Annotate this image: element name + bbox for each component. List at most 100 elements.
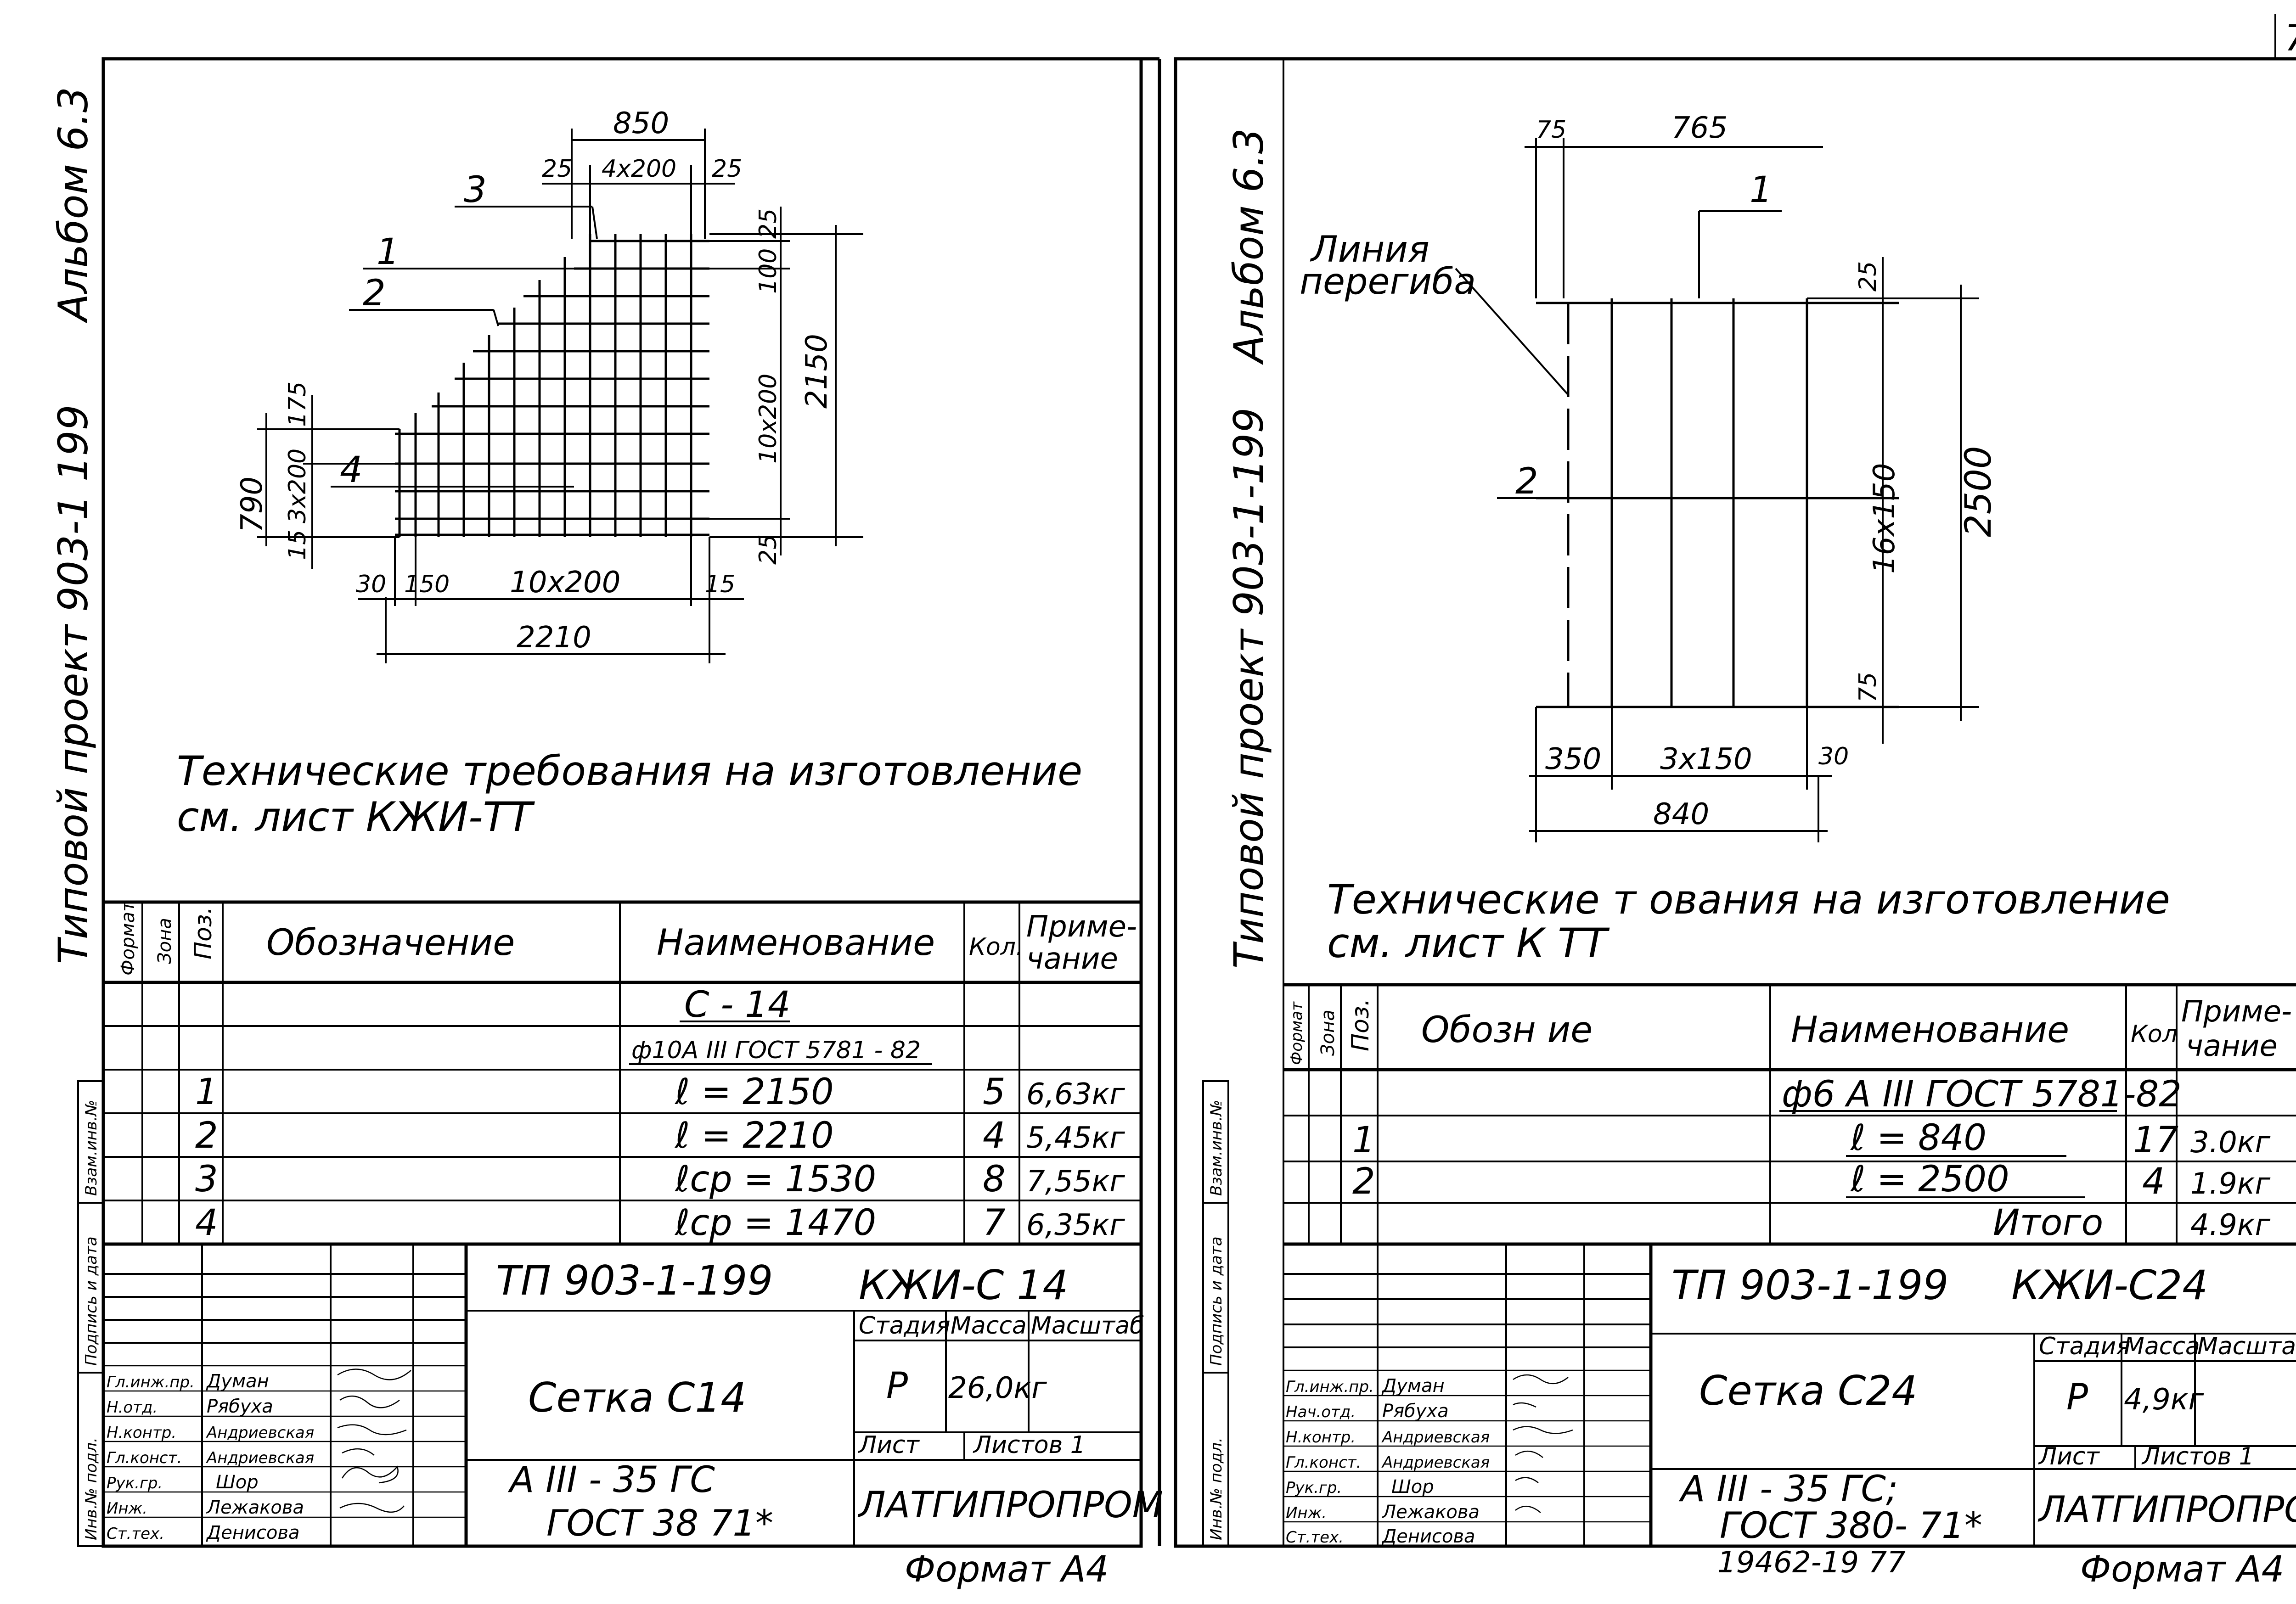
- right-side-sign: Подпись и дата: [1207, 1236, 1226, 1366]
- left-stamp-role: Н.контр.: [107, 1424, 176, 1442]
- right-stamp-person: Лежакова: [1381, 1502, 1480, 1523]
- right-th-zone: Зона: [1317, 1010, 1339, 1056]
- mesh-c14-drawing: 3 1 2 4 850 25 4x200 25 2150 25 1: [235, 107, 863, 663]
- left-row-name: ф10А III ГОСТ 5781 - 82: [631, 1037, 921, 1064]
- left-row-pos: 2: [195, 1115, 218, 1156]
- left-th-qty: Кол.: [969, 933, 1024, 961]
- mesh-c24-dim-r-16x150: 16x150: [1868, 463, 1902, 574]
- left-th-format: Формат: [118, 900, 139, 976]
- left-row-pos: 3: [195, 1159, 218, 1200]
- right-row-total: 4.9кг: [2190, 1208, 2270, 1242]
- left-stamp-h-stage: Стадия: [859, 1312, 951, 1340]
- left-stamp-person: Шор: [216, 1472, 259, 1493]
- mesh-c24-bend-label1: Линия: [1310, 229, 1429, 270]
- right-stamp-material1: А III - 35 ГС;: [1678, 1469, 1898, 1510]
- left-row-qty: 8: [983, 1159, 1006, 1200]
- mesh-c14-dim-l-3x200: 3x200: [284, 449, 311, 523]
- left-stamp-material2: ГОСТ 38 71*: [546, 1503, 773, 1544]
- left-stamp-role: Гл.конст.: [107, 1449, 182, 1467]
- mesh-c14-dim-r-100: 100: [754, 248, 782, 294]
- left-tech-req-line2: см. лист КЖИ-ТТ: [177, 793, 535, 841]
- left-row-pos: 4: [195, 1202, 218, 1244]
- left-side-album: Альбом 6.3: [50, 87, 97, 324]
- left-stamp-code: ТП 903-1-199: [496, 1257, 773, 1304]
- right-row-note: 1.9кг: [2190, 1167, 2270, 1201]
- mesh-c24-dim-r-75: 75: [1854, 672, 1882, 702]
- right-stamp-person: Андриевская: [1381, 1428, 1490, 1447]
- mesh-c14-dim-b-10x200: 10x200: [510, 566, 620, 600]
- left-sheet: Типовой проект 903-1 199 Альбом 6.3: [50, 57, 1163, 1590]
- page-number: 76: [2285, 18, 2296, 59]
- left-side-project: Типовой проект 903-1 199: [50, 404, 97, 964]
- left-stamp-role: Инж.: [107, 1499, 147, 1518]
- mesh-c14-dim-l-15: 15: [284, 530, 311, 560]
- left-row-qty: 7: [983, 1202, 1006, 1244]
- left-stamp-sheet-code: КЖИ-С 14: [859, 1262, 1068, 1309]
- mesh-c14-dim-l-175: 175: [284, 381, 311, 427]
- right-stamp-role: Гл.конст.: [1286, 1453, 1361, 1472]
- mesh-c24-dim-b-3x150: 3x150: [1660, 742, 1752, 776]
- right-tech-req-line2: см. лист К ТТ: [1327, 920, 1610, 967]
- right-th-note1: Приме-: [2181, 995, 2292, 1029]
- right-stamp-sheet-code: КЖИ-С24: [2011, 1262, 2208, 1309]
- right-row-name: ф6 А III ГОСТ 5781-82: [1782, 1074, 2182, 1115]
- mesh-c24-dim-r-25: 25: [1854, 261, 1882, 292]
- left-stamp-h-mass: Масса: [951, 1312, 1027, 1340]
- right-stamp-role: Гл.инж.пр.: [1286, 1378, 1374, 1396]
- left-stamp-material1: А III - 35 ГС: [507, 1459, 715, 1501]
- right-stamp-role: Ст.тех.: [1286, 1528, 1344, 1547]
- right-stamp-person: Думан: [1381, 1375, 1445, 1396]
- right-stamp-org: ЛАТГИПРОПРОМ: [2037, 1489, 2296, 1531]
- left-stamp-person: Лежакова: [206, 1497, 304, 1518]
- left-row-note: 6,63кг: [1026, 1077, 1125, 1111]
- left-stamp-h-sheet: Лист: [858, 1431, 920, 1459]
- left-row-name: ℓср = 1530: [674, 1159, 876, 1200]
- right-side-stamp: Инв.№ подл. Подпись и дата Взам.инв.№: [1202, 1080, 1229, 1547]
- right-side-project: Типовой проект 903-1-199: [1225, 408, 1272, 969]
- right-stamp-role: Инж.: [1286, 1504, 1327, 1522]
- right-stamp-person: Рябуха: [1382, 1401, 1449, 1422]
- mesh-c24-dim-r-2500: 2500: [1958, 446, 1999, 537]
- left-tech-req-line1: Технические требования на изготовление: [177, 747, 1082, 795]
- right-th-designation: Обозн ие: [1421, 1010, 1593, 1051]
- left-stamp-role: Ст.тех.: [107, 1525, 164, 1543]
- mesh-c14-dim-b-total: 2210: [517, 621, 591, 655]
- right-stamp-stage: Р: [2066, 1377, 2088, 1418]
- right-row-qty: 17: [2133, 1120, 2178, 1161]
- mesh-c24-pos-2: 2: [1515, 461, 1538, 502]
- mesh-c14-pos-1: 1: [377, 231, 400, 273]
- left-th-note1: Приме-: [1026, 910, 1137, 944]
- right-sheet: Типовой проект 903-1-199 Альбом 6.3 Лини…: [1174, 57, 2296, 1590]
- mesh-c14-dim-r-top: 25: [754, 208, 782, 239]
- right-stamp-h-sheet: Лист: [2038, 1443, 2100, 1470]
- left-row-note: 6,35кг: [1026, 1208, 1125, 1242]
- right-stamp-h-mass: Масса: [2124, 1333, 2200, 1360]
- right-frame: [1174, 57, 2296, 1548]
- left-stamp-stage: Р: [886, 1365, 908, 1407]
- right-title-block: ТП 903-1-199 КЖИ-С24 Сетка С24 Стадия Ма…: [1283, 1242, 2296, 1547]
- right-side-album: Альбом 6.3: [1225, 128, 1272, 365]
- left-format: Формат А4: [905, 1549, 1109, 1590]
- left-row-qty: 5: [983, 1071, 1006, 1113]
- mesh-c24-drawing: Линия перегиба 1 2 75 765 2500 25 16x150…: [1300, 111, 1999, 842]
- left-th-name: Наименование: [657, 922, 935, 964]
- left-stamp-person: Андриевская: [206, 1449, 314, 1467]
- left-th-zone: Зона: [154, 918, 175, 964]
- left-stamp-h-sheets: Листов 1: [973, 1431, 1086, 1459]
- right-row-name: ℓ = 2500: [1850, 1159, 2009, 1200]
- mesh-c14-pos-4: 4: [340, 449, 363, 491]
- left-row-note: 7,55кг: [1026, 1165, 1125, 1199]
- mesh-c14-pos-2: 2: [363, 273, 386, 314]
- right-stamp-person: Шор: [1391, 1476, 1434, 1497]
- left-stamp-role: Гл.инж.пр.: [107, 1373, 195, 1391]
- mesh-c24-dim-top-75: 75: [1536, 116, 1566, 144]
- right-stamp-material2: ГОСТ 380- 71*: [1720, 1505, 1982, 1547]
- right-th-qty: Кол: [2131, 1021, 2178, 1048]
- left-stamp-role: Н.отд.: [107, 1398, 158, 1417]
- left-th-note2: чание: [1026, 942, 1118, 976]
- left-row-qty: 4: [983, 1115, 1006, 1156]
- right-tech-req-line1: Технические т ования на изготовление: [1327, 876, 2170, 923]
- left-stamp-person: Денисова: [206, 1522, 300, 1543]
- left-row-note: 5,45кг: [1026, 1121, 1125, 1155]
- left-side-stamp: Инв.№ подл. Подпись и дата Взам.инв.№: [77, 1080, 104, 1547]
